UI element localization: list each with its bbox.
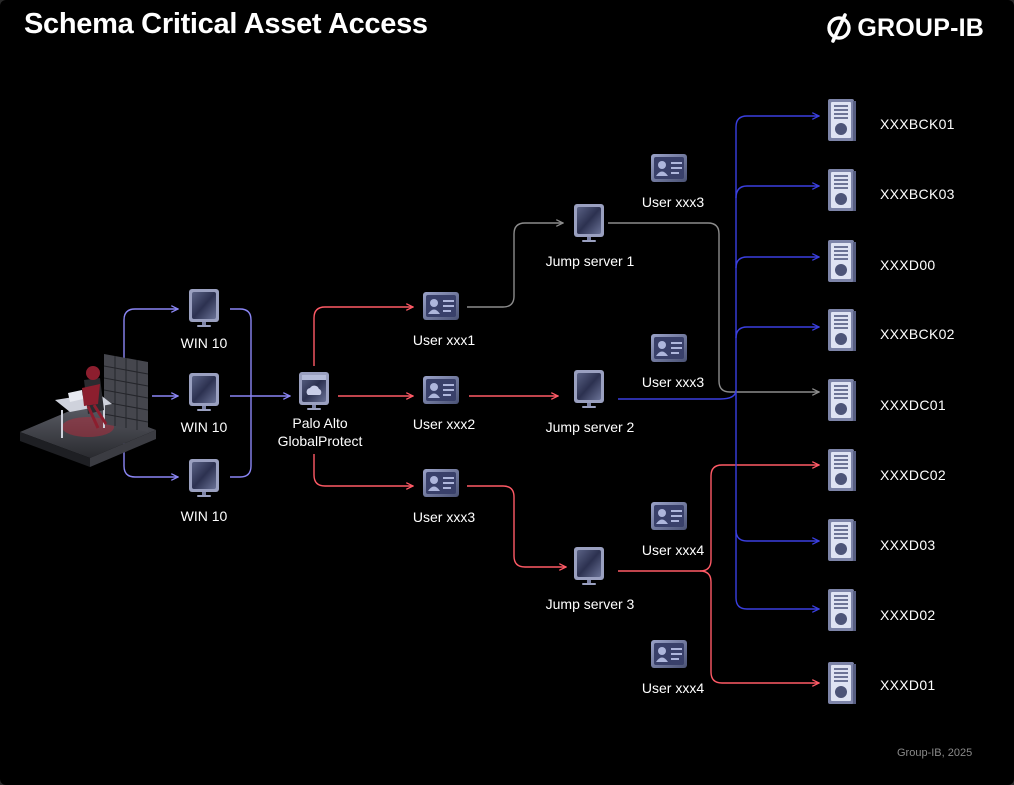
win10-bottom-label: WIN 10 bbox=[180, 508, 228, 524]
server-2-label: XXXBCK03 bbox=[880, 186, 955, 202]
user2-label: User xxx2 bbox=[412, 416, 476, 432]
account-c-label: User xxx4 bbox=[641, 542, 705, 558]
link-jump3-server bbox=[618, 465, 819, 572]
win10-top-icon bbox=[189, 289, 219, 327]
server-3-icon bbox=[828, 240, 856, 282]
link-bus-srv7 bbox=[735, 529, 819, 541]
link-bus-srv4 bbox=[735, 327, 819, 339]
server-8-icon bbox=[828, 589, 856, 631]
link-jump2-bus bbox=[618, 389, 737, 400]
account-a-label: User xxx3 bbox=[641, 194, 705, 210]
link-bus-srv3 bbox=[735, 257, 819, 269]
link-user1-jump1 bbox=[467, 223, 563, 308]
server-4-icon bbox=[828, 309, 856, 351]
link-jump3-server-b bbox=[699, 570, 819, 683]
account-c-card-icon bbox=[651, 502, 687, 530]
server-4-label: XXXBCK02 bbox=[880, 326, 955, 342]
win10-bottom-icon bbox=[189, 459, 219, 497]
logo-text: GROUP-IB bbox=[857, 13, 984, 42]
win10-mid-label: WIN 10 bbox=[180, 419, 228, 435]
user2-card-icon bbox=[423, 376, 459, 404]
account-d-label: User xxx4 bbox=[641, 680, 705, 696]
user1-card-icon bbox=[423, 292, 459, 320]
vpn-label-line2: GlobalProtect bbox=[277, 433, 363, 449]
user1-label: User xxx1 bbox=[412, 332, 476, 348]
link-bus-srv2 bbox=[735, 186, 819, 199]
user3-label: User xxx3 bbox=[412, 509, 476, 525]
link-vpn-user1 bbox=[313, 307, 413, 366]
server-6-label: XXXDC02 bbox=[880, 467, 946, 483]
vpn-gateway-icon bbox=[299, 372, 329, 410]
server-9-icon bbox=[828, 662, 856, 704]
account-d-card-icon bbox=[651, 640, 687, 668]
link-jump1-server bbox=[608, 222, 819, 392]
jump3-icon bbox=[574, 547, 604, 585]
group-ib-logo-icon bbox=[827, 13, 852, 43]
server-1-label: XXXBCK01 bbox=[880, 116, 955, 132]
server-6-icon bbox=[828, 449, 856, 491]
account-b-label: User xxx3 bbox=[641, 374, 705, 390]
link-bus-srv1 bbox=[735, 116, 819, 128]
user3-card-icon bbox=[423, 469, 459, 497]
jump1-label: Jump server 1 bbox=[545, 253, 635, 269]
server-5-icon bbox=[828, 379, 856, 421]
logo: GROUP-IB bbox=[825, 12, 984, 44]
account-b-card-icon bbox=[651, 334, 687, 362]
credit-text: Group-IB, 2025 bbox=[897, 747, 973, 759]
link-bus-srv8 bbox=[735, 597, 819, 609]
server-5-label: XXXDC01 bbox=[880, 397, 946, 413]
server-9-label: XXXD01 bbox=[880, 677, 936, 693]
jump3-label: Jump server 3 bbox=[545, 596, 635, 612]
server-2-icon bbox=[828, 169, 856, 211]
link-vpn-user3 bbox=[313, 454, 413, 486]
jump2-label: Jump server 2 bbox=[545, 419, 635, 435]
link-desk-win-bottom bbox=[123, 408, 178, 477]
server-7-icon bbox=[828, 519, 856, 561]
jump2-icon bbox=[574, 370, 604, 408]
page-title: Schema Critical Asset Access bbox=[24, 8, 428, 40]
win10-top-label: WIN 10 bbox=[180, 335, 228, 351]
vpn-label: Palo Alto GlobalProtect bbox=[278, 414, 363, 450]
server-1-icon bbox=[828, 99, 856, 141]
jump1-icon bbox=[574, 204, 604, 242]
attacker-workstation-icon bbox=[20, 354, 156, 467]
server-3-label: XXXD00 bbox=[880, 257, 936, 273]
vpn-label-line1: Palo Alto bbox=[292, 415, 348, 431]
win10-mid-icon bbox=[189, 373, 219, 411]
link-desk-win-top bbox=[123, 309, 178, 384]
link-user3-jump3 bbox=[467, 485, 566, 567]
link-win-top-vpn bbox=[230, 308, 252, 478]
server-8-label: XXXD02 bbox=[880, 607, 936, 623]
account-a-card-icon bbox=[651, 154, 687, 182]
server-7-label: XXXD03 bbox=[880, 537, 936, 553]
